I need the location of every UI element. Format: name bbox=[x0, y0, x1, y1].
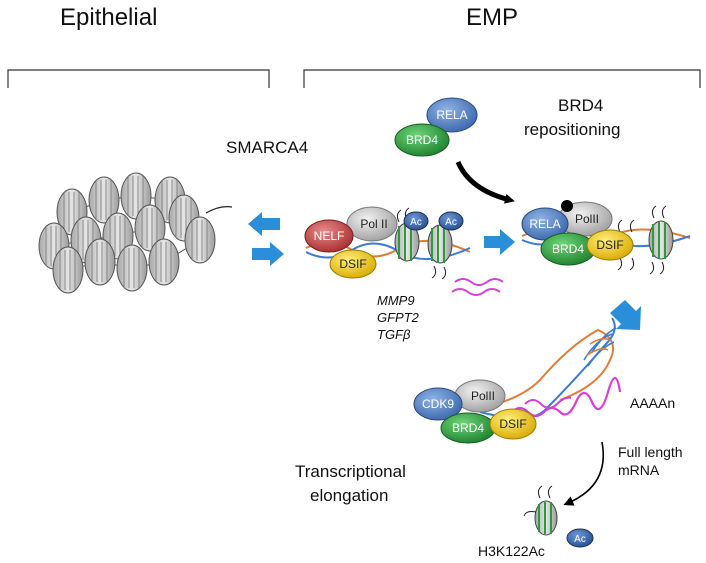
middle-nucleosome-2 bbox=[427, 224, 453, 280]
modification-dot bbox=[561, 200, 573, 212]
dsif-label: DSIF bbox=[499, 417, 526, 431]
rela-label: RELA bbox=[436, 108, 467, 122]
middle-nucleosome-1 bbox=[394, 207, 420, 262]
nelf-protein bbox=[304, 219, 354, 253]
nucleosome bbox=[84, 238, 116, 286]
polya-tail-label: AAAAn bbox=[630, 395, 676, 411]
gene-gfpt2: GFPT2 bbox=[377, 310, 419, 325]
nelf-label: NELF bbox=[314, 229, 345, 243]
mrna-strand bbox=[524, 396, 572, 409]
chromatin-tail-line bbox=[205, 206, 233, 214]
ac-label: Ac bbox=[445, 217, 457, 228]
brd4-protein bbox=[394, 123, 450, 157]
right-nucleosome bbox=[648, 205, 674, 275]
full-length-line2: mRNA bbox=[618, 462, 660, 478]
gene-mmp9: MMP9 bbox=[377, 293, 415, 308]
ac-badge bbox=[438, 211, 464, 231]
ac-label: Ac bbox=[574, 534, 586, 545]
emp-bracket bbox=[303, 69, 701, 88]
nucleosome bbox=[148, 238, 180, 286]
pol-ii-protein bbox=[346, 206, 398, 242]
transcriptional-line1: Transcriptional bbox=[295, 462, 406, 481]
nucleosome bbox=[116, 244, 148, 292]
bidirectional-arrow-icon bbox=[248, 212, 284, 266]
cdk9-protein bbox=[413, 387, 463, 421]
pol-ii-label: Pol II bbox=[360, 217, 387, 231]
brd4-label: BRD4 bbox=[552, 242, 584, 256]
brd4-label: BRD4 bbox=[452, 421, 484, 435]
nucleosome bbox=[88, 176, 120, 224]
rela-label: RELA bbox=[529, 217, 560, 231]
right-arrow-icon bbox=[484, 229, 515, 255]
histone-tails bbox=[617, 219, 635, 271]
polii-label: PolII bbox=[575, 212, 599, 226]
h3k122ac-nucleosome bbox=[523, 485, 558, 536]
nucleosome bbox=[184, 216, 216, 264]
condensed-chromatin bbox=[38, 172, 216, 294]
elongation-arrow bbox=[563, 441, 604, 506]
dsif-label: DSIF bbox=[339, 257, 366, 271]
short-mrna bbox=[454, 278, 504, 286]
cdk9-label: CDK9 bbox=[422, 397, 454, 411]
epithelial-heading: Epithelial bbox=[60, 4, 158, 31]
brd4-label: BRD4 bbox=[406, 133, 438, 147]
h3k122ac-label: H3K122Ac bbox=[478, 543, 545, 559]
ac-badge bbox=[403, 211, 429, 231]
epithelial-bracket bbox=[7, 69, 270, 88]
short-mrna-strand bbox=[451, 288, 501, 296]
ac-label: Ac bbox=[410, 217, 422, 228]
dsif-protein bbox=[586, 229, 634, 261]
rela-protein bbox=[426, 97, 478, 133]
ac-badge bbox=[566, 528, 594, 548]
nucleosome bbox=[52, 246, 84, 294]
brd4-repositioning-line2: repositioning bbox=[524, 120, 621, 139]
nucleosome bbox=[134, 204, 166, 252]
dsif-protein bbox=[489, 408, 537, 440]
transcriptional-line2: elongation bbox=[310, 486, 389, 505]
dsif-label: DSIF bbox=[596, 238, 623, 252]
brd4-repositioning-line1: BRD4 bbox=[558, 96, 604, 115]
smarca4-label: SMARCA4 bbox=[226, 138, 309, 157]
full-length-line1: Full length bbox=[618, 444, 683, 460]
emp-heading: EMP bbox=[466, 4, 519, 31]
repositioning-arrow bbox=[455, 160, 515, 204]
down-left-arrow-icon bbox=[610, 300, 641, 330]
dsif-protein bbox=[329, 249, 377, 279]
gene-tgfb: TGFβ bbox=[377, 327, 411, 342]
polii-label: PolII bbox=[471, 389, 495, 403]
